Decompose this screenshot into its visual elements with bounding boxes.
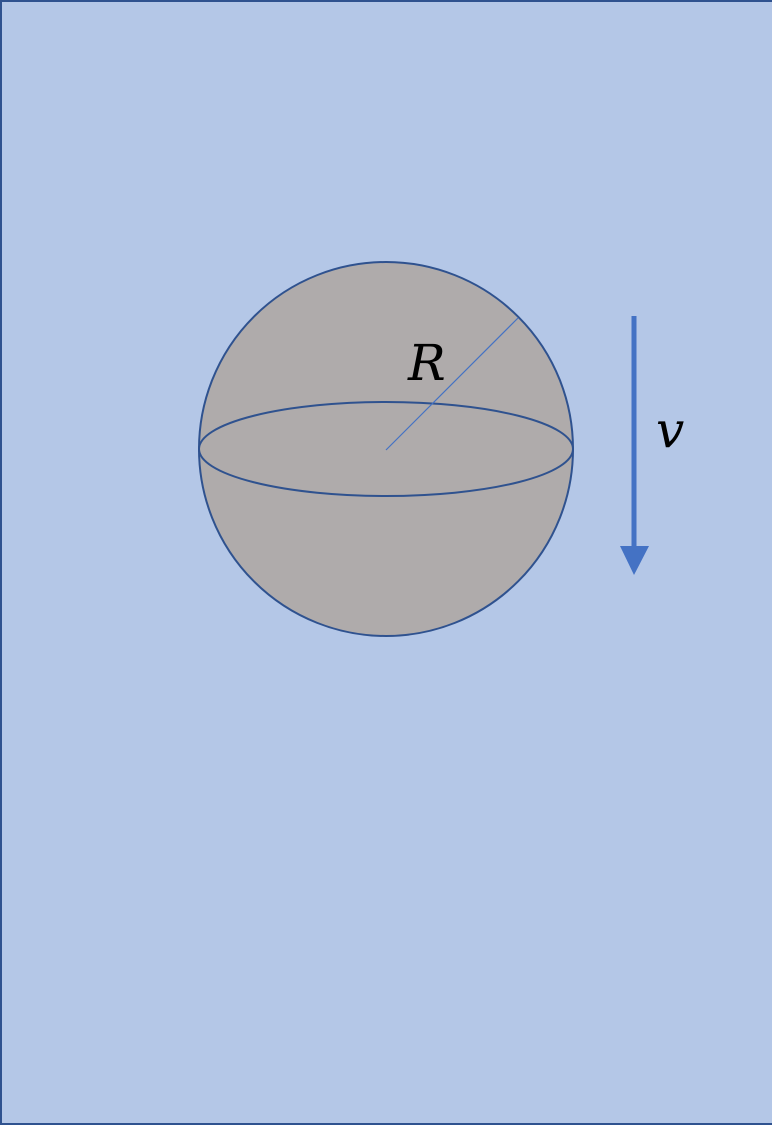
radius-line [385, 317, 519, 451]
velocity-arrow [620, 316, 649, 575]
sphere-body [198, 261, 574, 637]
sphere-equator [198, 401, 574, 497]
arrow-head [620, 546, 649, 575]
radius-label: R [407, 334, 446, 392]
velocity-label: v [656, 401, 684, 459]
sphere [198, 261, 574, 637]
